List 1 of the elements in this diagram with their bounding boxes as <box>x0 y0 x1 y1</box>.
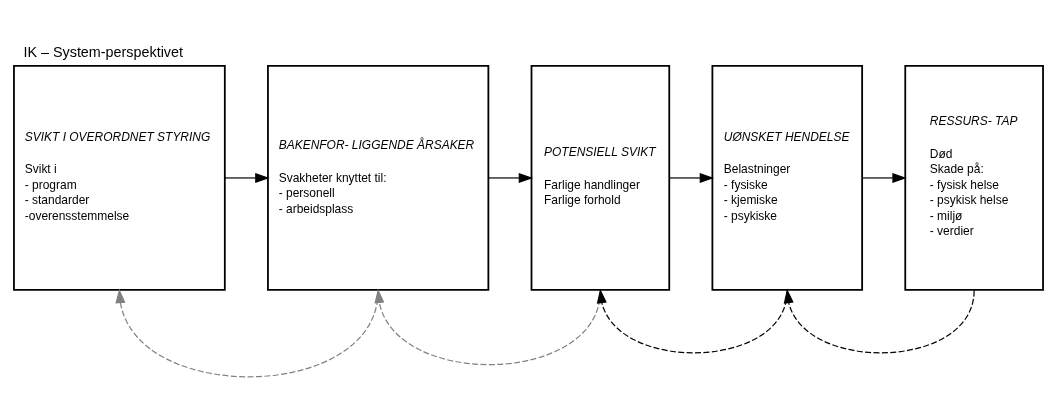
diagram-title: IK – System-perspektivet <box>23 43 184 60</box>
